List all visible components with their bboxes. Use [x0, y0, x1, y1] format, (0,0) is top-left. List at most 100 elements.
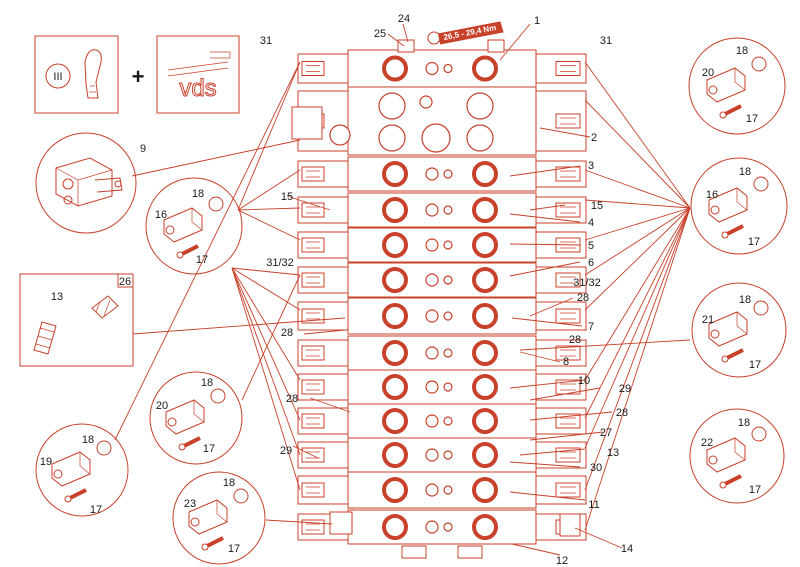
- plug-screw-detail: [172, 471, 266, 565]
- callout-9: 9: [140, 143, 146, 155]
- plug-screw-detail: [145, 177, 243, 275]
- callout-17: 17: [90, 504, 102, 516]
- work-port-b: [472, 408, 498, 434]
- callout-17: 17: [228, 543, 240, 555]
- callout-7: 7: [588, 321, 594, 333]
- vds-logo: vds: [179, 75, 216, 102]
- callout-17: 17: [196, 254, 208, 266]
- callout-1: 1: [534, 15, 540, 27]
- callout-28: 28: [286, 393, 298, 405]
- callout-17: 17: [749, 359, 761, 371]
- work-port-a: [382, 197, 408, 223]
- callout-31: 31: [600, 35, 612, 47]
- callout-17: 17: [748, 236, 760, 248]
- work-port-a: [382, 161, 408, 187]
- callout-13: 13: [607, 447, 619, 459]
- detail-circle-9: [35, 132, 137, 234]
- work-port-a: [382, 374, 408, 400]
- work-port-b: [472, 197, 498, 223]
- callout-19: 19: [40, 456, 52, 468]
- work-port-b: [472, 442, 498, 468]
- callout-11: 11: [588, 499, 599, 511]
- callout-28: 28: [281, 327, 293, 339]
- work-port-b: [472, 55, 498, 82]
- callout-26: 26: [119, 276, 131, 288]
- callout-31-32: 31/32: [266, 257, 294, 269]
- plug-screw-detail: [689, 408, 785, 504]
- work-port-b: [472, 514, 498, 540]
- plug-screw-detail: [688, 37, 786, 135]
- callout-14: 14: [621, 543, 633, 555]
- callout-24: 24: [398, 13, 410, 25]
- work-port-b: [472, 303, 498, 329]
- valve-section: [297, 262, 587, 298]
- callout-31-32: 31/32: [573, 277, 601, 289]
- callout-29: 29: [619, 383, 631, 395]
- callout-18: 18: [738, 417, 750, 429]
- work-port-b: [472, 477, 498, 503]
- work-port-b: [472, 374, 498, 400]
- roman-numeral: III: [53, 71, 62, 83]
- work-port-a: [382, 303, 408, 329]
- callout-27: 27: [600, 427, 612, 439]
- valve-section: [297, 403, 587, 439]
- plug-screw-detail: [35, 423, 129, 517]
- valve-section: [297, 227, 587, 263]
- valve-section: [297, 471, 587, 509]
- valve-stack: [291, 39, 587, 559]
- callout-18: 18: [739, 166, 751, 178]
- callout-28: 28: [616, 407, 628, 419]
- callout-6: 6: [588, 257, 594, 269]
- callout-18: 18: [223, 477, 235, 489]
- work-port-a: [382, 477, 408, 503]
- valve-section: [297, 49, 587, 88]
- callout-16: 16: [706, 189, 718, 201]
- callout-15: 15: [591, 200, 603, 212]
- work-port-b: [472, 340, 498, 366]
- callout-28: 28: [577, 292, 589, 304]
- callout-20: 20: [702, 67, 714, 79]
- callout-13: 13: [51, 291, 63, 303]
- work-port-a: [382, 267, 408, 293]
- callout-18: 18: [201, 377, 213, 389]
- leader-lines: [114, 23, 691, 556]
- plus-sign: +: [132, 64, 145, 89]
- callout-18: 18: [736, 45, 748, 57]
- vds-logo-box: vds: [156, 35, 240, 114]
- callout-labels: 1234567891011121314151718162425262729303…: [40, 13, 761, 567]
- callout-17: 17: [746, 113, 758, 125]
- callout-20: 20: [156, 400, 168, 412]
- valve-section: [297, 369, 587, 405]
- callout-23: 23: [184, 498, 196, 510]
- callout-31: 31: [260, 35, 272, 47]
- valve-section: [297, 335, 587, 371]
- callout-15: 15: [281, 191, 293, 203]
- callout-21: 21: [702, 314, 714, 326]
- callout-18: 18: [739, 294, 751, 306]
- callout-3: 3: [588, 160, 594, 172]
- callout-5: 5: [588, 240, 594, 252]
- callout-8: 8: [563, 356, 569, 368]
- joystick-icon-box: III: [34, 35, 119, 114]
- plug-screw-detail: [690, 157, 788, 255]
- joystick-icon: [84, 49, 102, 99]
- detail-box-26: [19, 273, 134, 367]
- callout-28: 28: [569, 334, 581, 346]
- work-port-a: [382, 514, 408, 540]
- plug-screw-detail: [691, 282, 787, 378]
- callout-16: 16: [155, 209, 167, 221]
- callout-18: 18: [82, 434, 94, 446]
- work-port-a: [382, 340, 408, 366]
- callout-2: 2: [591, 132, 597, 144]
- work-port-b: [472, 161, 498, 187]
- valve-section: [297, 192, 587, 228]
- plug-screw-detail: [149, 371, 243, 465]
- callout-4: 4: [588, 217, 594, 229]
- work-port-a: [382, 55, 408, 82]
- valve-section: [297, 156, 587, 192]
- callout-17: 17: [749, 484, 761, 496]
- torque-label: 26,5 - 29,4 Nm: [443, 23, 497, 42]
- callout-22: 22: [701, 437, 713, 449]
